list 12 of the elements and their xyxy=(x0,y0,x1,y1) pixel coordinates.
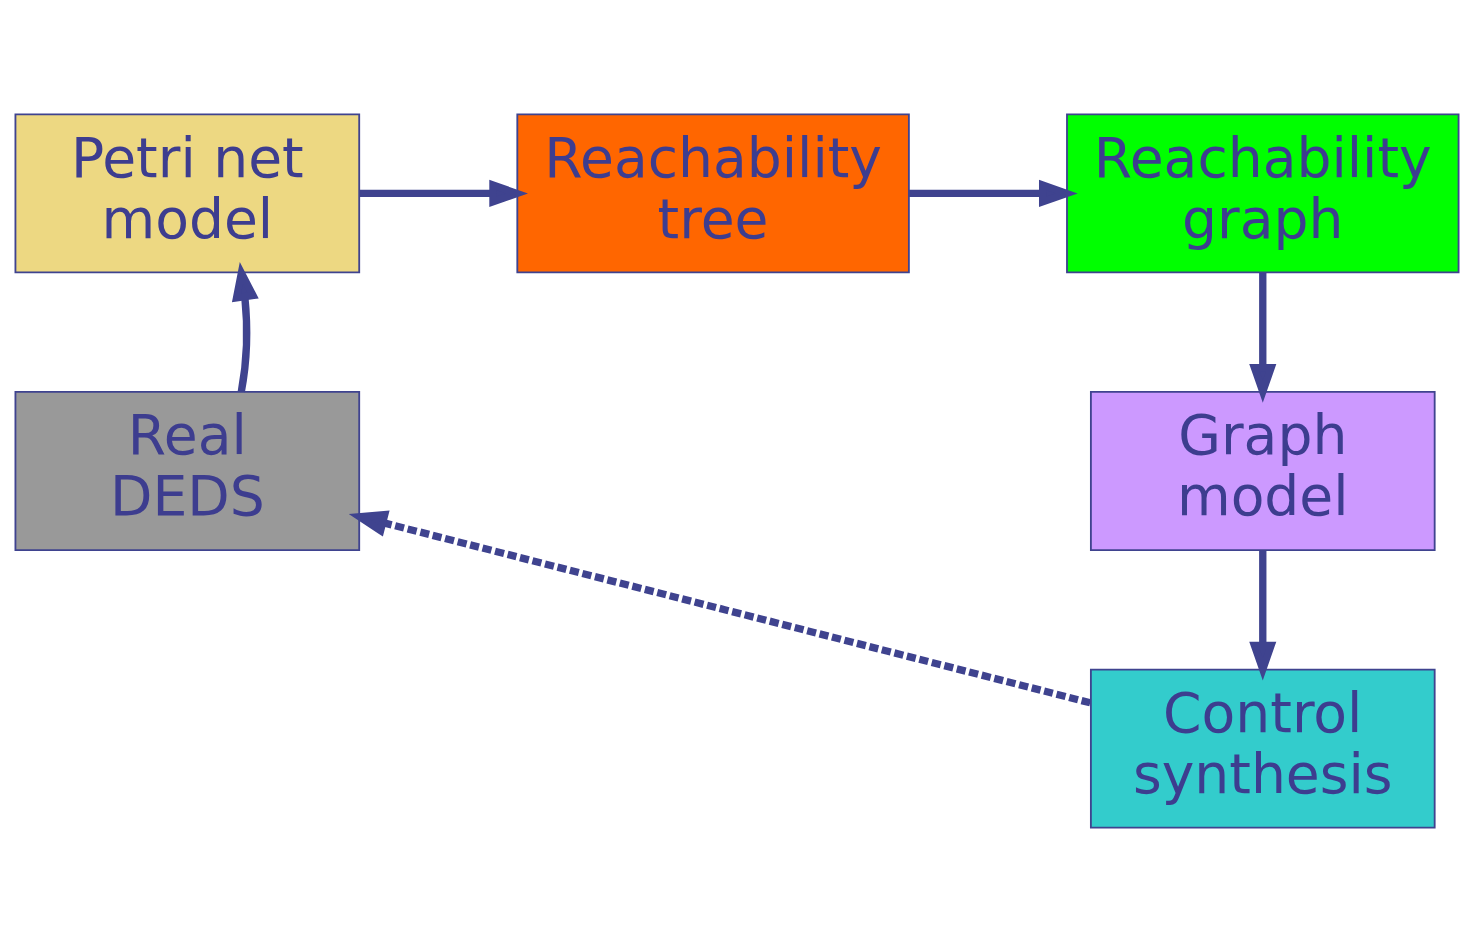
node-box: Reachability graph xyxy=(1066,112,1460,273)
arrow xyxy=(359,179,528,207)
arrow xyxy=(231,261,259,392)
node-box: Reachability tree xyxy=(516,112,910,273)
node-box: Graph model xyxy=(1089,390,1436,551)
arrow xyxy=(1249,272,1277,403)
arrow xyxy=(909,179,1078,207)
node-box: Petri net model xyxy=(14,112,361,273)
node-box: Real DEDS xyxy=(14,390,361,551)
arrow xyxy=(348,509,1092,706)
arrow xyxy=(1249,550,1277,680)
node-box: Control synthesis xyxy=(1089,668,1436,829)
